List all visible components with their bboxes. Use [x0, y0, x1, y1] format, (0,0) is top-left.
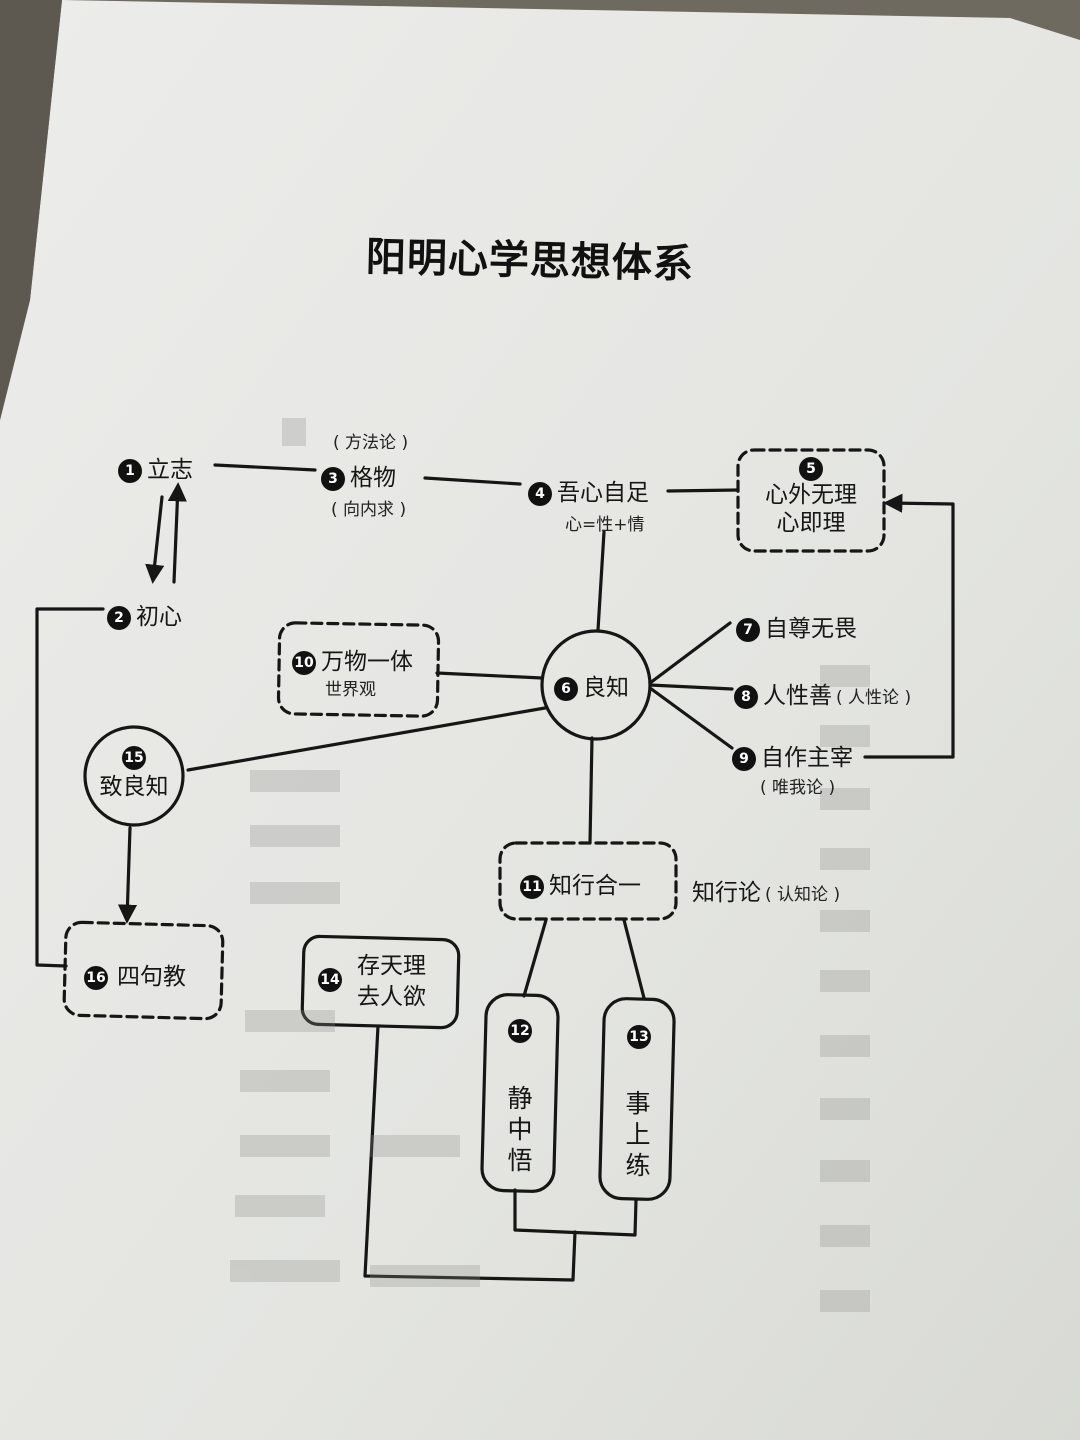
node-6-number: 6 [554, 676, 578, 701]
node-7-number: 7 [736, 617, 760, 642]
edge-6-8 [648, 683, 734, 691]
node-6-circle [540, 629, 652, 741]
node-14-line1: 存天理 [357, 953, 426, 979]
node-13-label: 事上练 [625, 1089, 651, 1180]
node-14-number: 14 [318, 967, 342, 992]
edge-14-join [363, 1024, 577, 1282]
page-edge-shadow [0, 0, 62, 420]
node-11-label: 知行合一 [549, 873, 641, 899]
node-14-box [300, 934, 461, 1030]
edge-2-16 [35, 607, 105, 968]
node-13-number-wrap: 13 [624, 1025, 654, 1049]
node-5-number: 5 [799, 456, 823, 481]
node-16-box [62, 920, 225, 1021]
edge-6-7 [648, 621, 732, 685]
node-4-number: 4 [528, 481, 552, 506]
bleed-through-text [230, 418, 870, 1312]
node-3-above: ( 方法论 ) [333, 433, 409, 453]
arrow-2-to-1 [167, 482, 187, 584]
node-3-below: ( 向内求 ) [331, 500, 407, 520]
node-11-box [498, 841, 678, 921]
node-5-box [736, 448, 886, 553]
node-3-label: 格物 [350, 465, 396, 491]
node-14: 存天理 去人欲 [357, 951, 426, 1013]
node-5: 5 心外无理 心即理 [738, 455, 884, 537]
node-12-box [480, 993, 560, 1193]
edge-1-3 [213, 463, 317, 472]
node-4-label: 吾心自足 [557, 480, 649, 506]
node-6-label: 良知 [583, 675, 629, 701]
node-11-note-sub: ( 认知论 ) [765, 885, 841, 905]
node-3-number: 3 [321, 466, 345, 491]
node-9-number: 9 [732, 746, 756, 771]
node-11-note: 知行论( 认知论 ) [692, 873, 840, 907]
edge-6-9 [648, 686, 734, 750]
edge-10-6 [435, 671, 544, 680]
edge-11-12 [522, 918, 548, 998]
arrow-1-to-2 [145, 495, 165, 584]
node-2-number: 2 [107, 605, 131, 630]
edge-4-6 [596, 530, 606, 632]
node-8-label: 人性善 [763, 683, 832, 709]
node-14-number-wrap: 14 [318, 966, 347, 992]
node-10-sub: 世界观 [325, 680, 376, 700]
node-10-box [276, 621, 441, 718]
node-11-number: 11 [520, 874, 544, 899]
node-2-label: 初心 [136, 604, 182, 630]
edge-15-6 [186, 706, 547, 772]
node-7-label: 自尊无畏 [765, 616, 857, 642]
node-14-line2: 去人欲 [357, 984, 426, 1010]
edge-4-5 [666, 488, 740, 493]
node-10-number: 10 [292, 650, 316, 675]
node-13-box [598, 997, 676, 1201]
edge-9-to-5 [863, 493, 955, 759]
node-15-circle [83, 725, 185, 827]
node-12-number: 12 [508, 1019, 532, 1043]
node-12-number-wrap: 12 [505, 1019, 535, 1043]
node-1-number: 1 [118, 458, 142, 483]
node-11-note-main: 知行论 [692, 880, 761, 906]
edge-6-11 [588, 736, 594, 845]
node-12-label: 静中悟 [507, 1084, 533, 1175]
node-1-label: 立志 [147, 457, 193, 483]
node-5-line2: 心即理 [776, 510, 846, 536]
node-9-label: 自作主宰 [761, 745, 853, 771]
node-4-sub: 心=性+情 [565, 515, 645, 535]
node-16-label: 四句教 [117, 964, 186, 990]
diagram-title: 阳明心学思想体系 [365, 234, 695, 288]
node-10-label: 万物一体 [321, 649, 413, 675]
node-16-number: 16 [84, 965, 108, 990]
node-15-number: 15 [122, 745, 146, 770]
edge-11-13 [622, 918, 646, 1000]
node-13-number: 13 [627, 1025, 651, 1049]
node-15-label: 致良知 [99, 774, 169, 800]
node-15: 15 致良知 [85, 744, 183, 804]
node-16: 16 四句教 [84, 957, 186, 991]
node-5-line1: 心外无理 [765, 482, 857, 508]
node-8-note: ( 人性论 ) [836, 688, 912, 708]
edge-3-4 [423, 476, 522, 486]
arrow-15-16 [117, 826, 138, 924]
node-9-note: ( 唯我论 ) [760, 778, 836, 798]
node-8-number: 8 [734, 684, 758, 709]
